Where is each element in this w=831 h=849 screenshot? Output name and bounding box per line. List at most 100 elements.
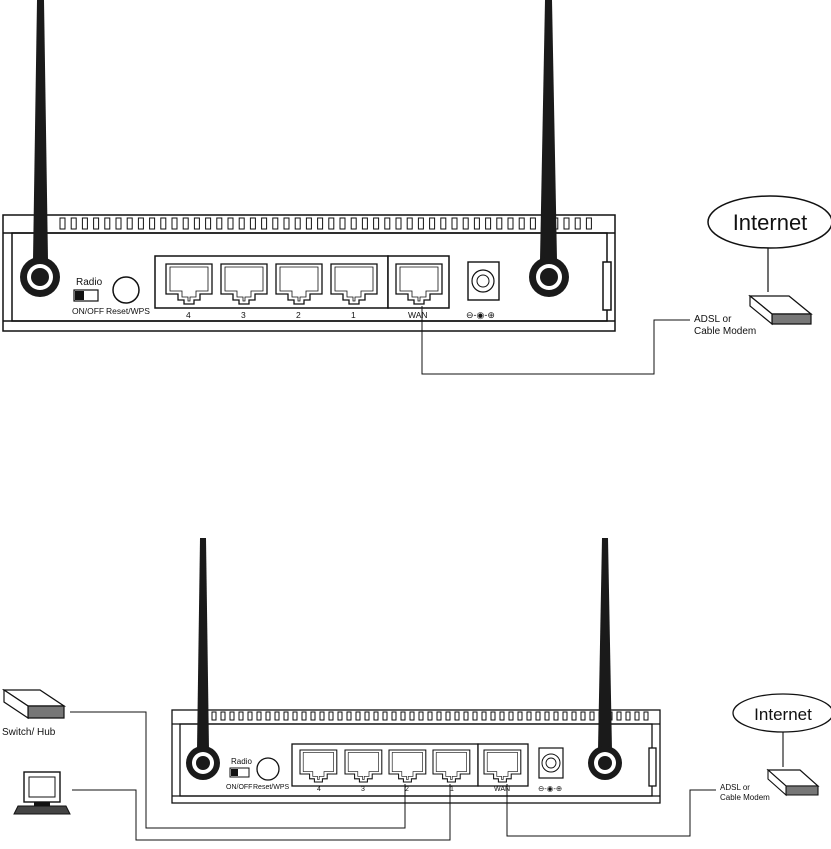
vent-slot [418,711,424,721]
radio-switch[interactable] [73,289,99,302]
vent-slot [499,711,505,721]
vent-slot [328,217,335,230]
vent-slot [395,217,402,230]
vent-slot [580,711,586,721]
power-label: ⊖-◉-⊕ [466,310,495,320]
vent-slot [283,217,290,230]
vent-slot [462,217,469,230]
wan-port[interactable] [395,263,443,305]
vent-slot [339,217,346,230]
vent-slot [436,711,442,721]
vent-slot [445,711,451,721]
vent-slot [256,711,262,721]
lan-port-2[interactable] [275,263,323,305]
vent-slot [473,217,480,230]
vent-slot [115,217,122,230]
lan-port-1[interactable] [330,263,378,305]
internet-cloud [707,195,831,249]
vent-slot [409,711,415,721]
vent-slot [472,711,478,721]
antenna-right-top [529,0,569,297]
reset-button[interactable] [112,276,140,304]
lan-port-3[interactable] [344,749,383,783]
vent-slot [508,711,514,721]
router-vents [211,711,649,721]
vent-slot [265,711,271,721]
vent-slot [382,711,388,721]
vent-slot [634,711,640,721]
vent-slot [355,711,361,721]
vent-slot [160,217,167,230]
lan-port-4[interactable] [299,749,338,783]
vent-slot [481,711,487,721]
vent-slot [454,711,460,721]
vent-slot [518,217,525,230]
vent-slot [220,711,226,721]
lan-port-label-1: 1 [450,786,454,793]
switch-hub-icon [1,688,67,720]
vent-slot [463,711,469,721]
radio-switch[interactable] [229,767,250,778]
vent-slot [417,217,424,230]
computer-icon [13,771,71,815]
vent-slot [427,711,433,721]
vent-slot [238,711,244,721]
reset-label: Reset/WPS [253,784,290,791]
vent-slot [283,711,289,721]
vent-slot [563,217,570,230]
switch-cable [70,711,406,829]
vent-slot [104,217,111,230]
lan-port-1[interactable] [432,749,471,783]
vent-slot [507,217,514,230]
modem-label-line1: ADSL or [694,314,732,325]
wan-label: WAN [408,310,428,320]
vent-slot [81,217,88,230]
vent-slot [247,711,253,721]
vent-slot [346,711,352,721]
onoff-label: ON/OFF [226,784,252,791]
internet-label: Internet [754,705,812,724]
lan-port-label-1: 1 [351,310,356,320]
vent-slot [364,711,370,721]
wan-cable-top [421,306,690,375]
vent-slot [193,217,200,230]
vent-slot [526,711,532,721]
vent-slot [305,217,312,230]
onoff-label: ON/OFF [72,306,104,316]
vent-slot [589,711,595,721]
vent-slot [301,711,307,721]
antenna-right-bottom [588,538,622,780]
wan-port[interactable] [483,749,522,783]
vent-slot [535,711,541,721]
vent-slot [328,711,334,721]
vent-slot [496,217,503,230]
vent-slot [384,217,391,230]
power-jack[interactable] [467,261,500,301]
vent-slot [319,711,325,721]
modem-label-line2: Cable Modem [694,326,756,337]
lan-port-3[interactable] [220,263,268,305]
vent-slot [625,711,631,721]
vent-slot [70,217,77,230]
lan-port-label-4: 4 [186,310,191,320]
vent-slot [292,711,298,721]
vent-slot [238,217,245,230]
vent-slot [429,217,436,230]
vent-slot [529,217,536,230]
power-jack[interactable] [538,747,564,779]
vent-slot [361,217,368,230]
vent-slot [406,217,413,230]
vent-slot [562,711,568,721]
bottom-diagram: Radio ON/OFF Reset/WPS 4 3 2 1 [1,538,831,841]
vent-slot [517,711,523,721]
vent-slot [294,217,301,230]
vent-slot [574,217,581,230]
vent-slot [373,217,380,230]
reset-button[interactable] [256,757,280,781]
vent-slot [211,711,217,721]
lan-port-4[interactable] [165,263,213,305]
lan-port-label-2: 2 [296,310,301,320]
lan-port-label-3: 3 [361,786,365,793]
lan-port-2[interactable] [388,749,427,783]
vent-slot [616,711,622,721]
